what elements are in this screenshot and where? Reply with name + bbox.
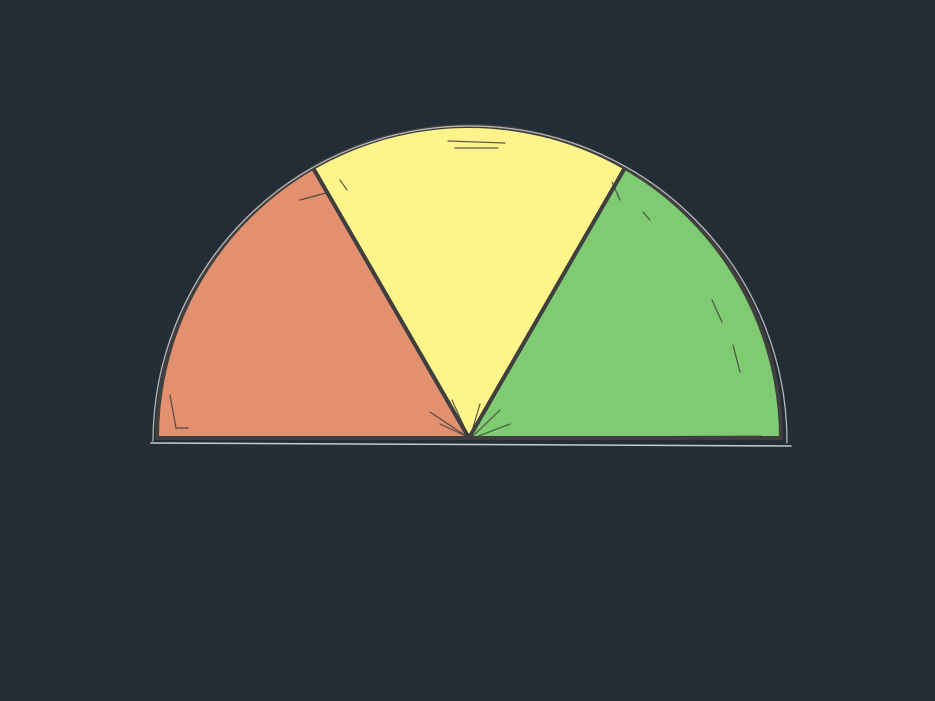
- scribble-5: [472, 409, 501, 437]
- scribble-1: [429, 411, 467, 437]
- scribble-2: [439, 423, 469, 438]
- scribble-16: [642, 211, 651, 221]
- scribble-9: [169, 394, 177, 429]
- scribble-3: [451, 399, 468, 434]
- gauge-segment-1: [155, 165, 471, 440]
- scribble-11: [732, 344, 741, 373]
- gauge-segment-3: [467, 165, 783, 440]
- scribble-4: [470, 403, 481, 435]
- scribble-13: [299, 192, 327, 201]
- scribble-15: [611, 181, 621, 201]
- gauge-segments: [155, 124, 783, 440]
- sketch-strokes: [150, 125, 792, 447]
- scribble-14: [339, 179, 348, 191]
- scribble-6: [475, 423, 511, 438]
- arc-sketch-highlight: [152, 125, 788, 444]
- scribble-7: [447, 140, 506, 144]
- baseline-sketch-highlight: [150, 442, 792, 447]
- baseline-sketch-inner: [166, 435, 762, 440]
- scribble-12: [711, 299, 723, 323]
